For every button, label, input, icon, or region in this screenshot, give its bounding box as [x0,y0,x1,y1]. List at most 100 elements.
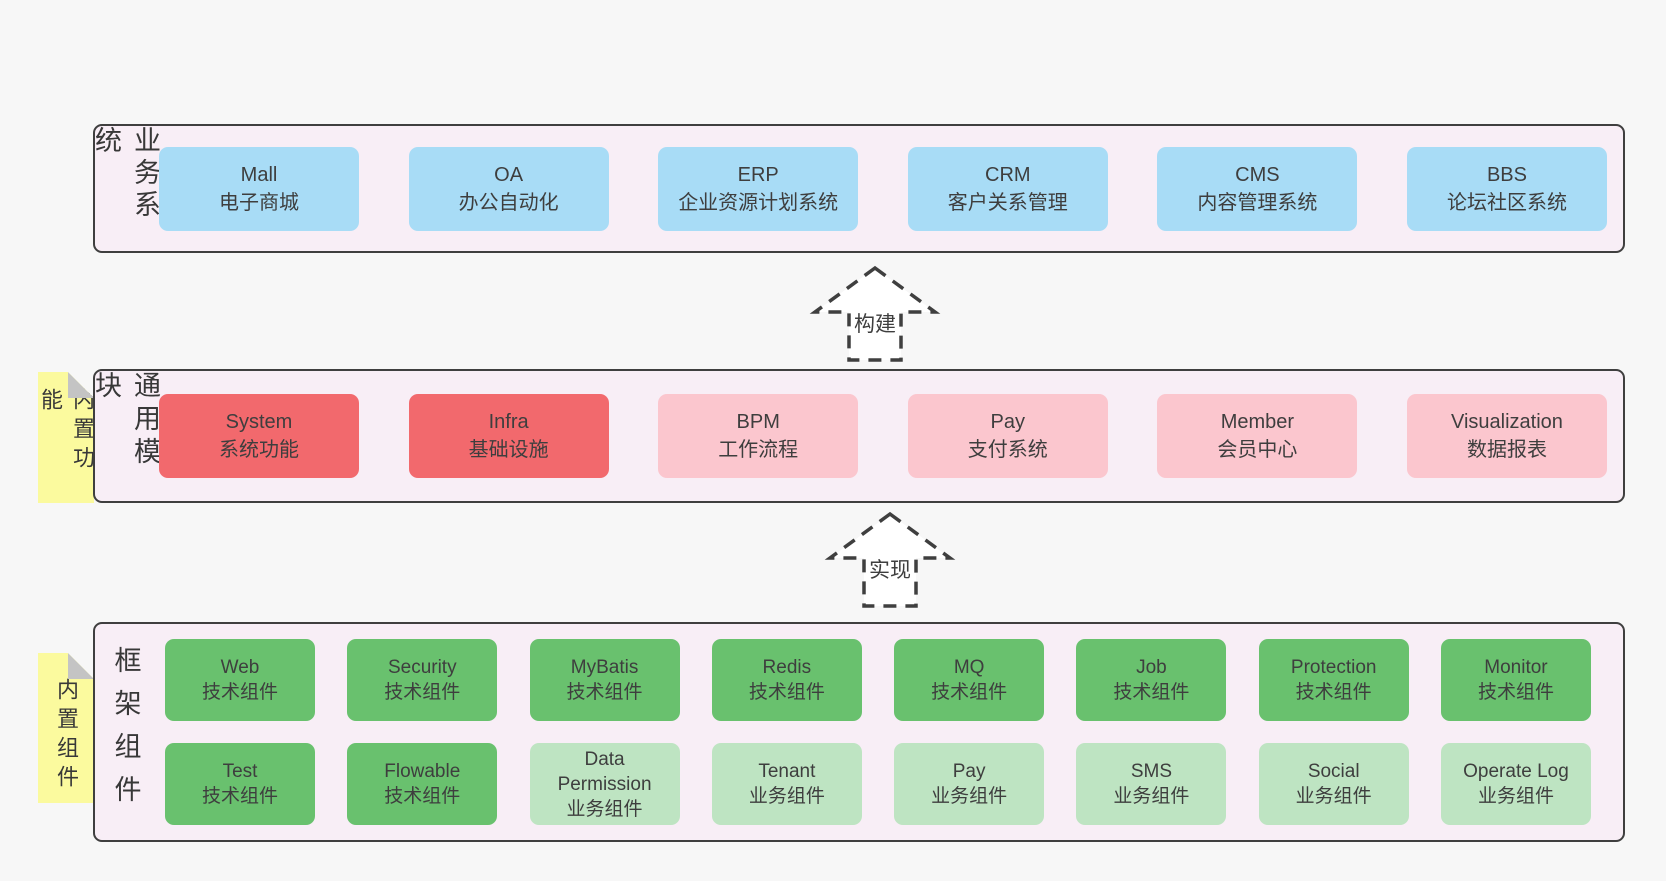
box-flowable: Flowable 技术组件 [347,743,498,825]
box-web: Web 技术组件 [165,639,315,721]
box-subtitle: 技术组件 [201,786,278,807]
box-system: System 系统功能 [159,394,359,478]
box-subtitle: 工作流程 [718,439,799,461]
box-title: Test [222,761,258,782]
arrow-implement: 实现 [824,510,956,610]
box-subtitle: 系统功能 [219,439,299,461]
box-bpm: BPM 工作流程 [658,394,859,478]
sticky-note-built-in-features: 内置功能 [38,372,94,503]
arrow-build: 构建 [809,264,941,364]
box-title: MyBatis [570,657,639,678]
box-bbs: BBS 论坛社区系统 [1406,146,1607,231]
box-crm: CRM 客户关系管理 [907,146,1108,231]
folded-corner-icon [68,653,94,679]
box-title: Social [1307,761,1360,782]
box-pay: Pay 业务组件 [894,743,1045,825]
box-mq: MQ 技术组件 [894,639,1045,721]
box-subtitle: 技术组件 [201,682,278,703]
box-mall: Mall 电子商城 [159,146,359,231]
box-title: Flowable [384,761,461,782]
box-title: Security [387,657,457,678]
box-security: Security 技术组件 [347,639,498,721]
box-protection: Protection 技术组件 [1258,639,1409,721]
box-subtitle: 业务组件 [748,786,825,807]
box-title: CRM [985,163,1031,186]
box-subtitle: 技术组件 [566,682,643,703]
box-title: Pay [952,761,986,782]
framework-boxes-row-2: Test 技术组件 Flowable 技术组件 Data Permission 业务组件 T… [165,743,1591,825]
box-subtitle: 业务组件 [931,786,1008,807]
sticky-label: 内置功能 [38,388,95,475]
box-subtitle: 业务组件 [1477,786,1554,807]
box-title: CMS [1235,163,1280,186]
box-title: SMS [1130,761,1172,782]
box-subtitle: 办公自动化 [458,191,559,214]
box-title: Operate Log [1463,761,1569,782]
box-title: Redis [762,657,812,678]
tier-label-business-systems: 业务系统 [91,126,160,222]
box-visualization: Visualization 数据报表 [1406,394,1607,478]
box-mybatis: MyBatis 技术组件 [529,639,680,721]
box-title: Protection [1290,657,1377,678]
box-redis: Redis 技术组件 [711,639,862,721]
box-subtitle: 数据报表 [1466,439,1547,461]
box-operate-log: Operate Log 业务组件 [1440,743,1591,825]
box-pay: Pay 支付系统 [907,394,1108,478]
box-subtitle: 业务组件 [1295,786,1372,807]
box-title: Data Permission [557,748,652,795]
box-subtitle: 内容管理系统 [1197,191,1318,214]
box-subtitle: 技术组件 [384,682,461,703]
box-title: Visualization [1451,411,1563,433]
arrow-build-label: 构建 [851,308,899,338]
box-subtitle: 技术组件 [1295,682,1372,703]
box-title: OA [494,163,524,186]
box-title: BBS [1486,163,1527,186]
sticky-note-built-in-components: 内置组件 [38,653,94,803]
tier-label-framework-components: 框架组件 [110,646,141,818]
box-subtitle: 技术组件 [1113,682,1190,703]
box-title: Infra [488,411,529,433]
box-subtitle: 电子商城 [219,191,299,214]
box-title: ERP [737,163,779,186]
box-data-permission: Data Permission 业务组件 [529,743,680,825]
box-subtitle: 会员中心 [1217,439,1298,461]
box-subtitle: 业务组件 [566,798,643,820]
box-subtitle: 论坛社区系统 [1446,191,1567,214]
box-title: System [225,411,293,433]
box-subtitle: 技术组件 [748,682,825,703]
box-title: Web [220,657,260,678]
box-subtitle: 技术组件 [1477,682,1554,703]
box-subtitle: 支付系统 [967,439,1048,461]
box-social: Social 业务组件 [1258,743,1409,825]
box-subtitle: 企业资源计划系统 [678,191,839,214]
box-member: Member 会员中心 [1157,394,1358,478]
box-erp: ERP 企业资源计划系统 [658,146,859,231]
box-subtitle: 技术组件 [931,682,1008,703]
box-title: Job [1136,657,1167,678]
box-title: Tenant [758,761,816,782]
box-title: BPM [736,411,780,433]
box-subtitle: 客户关系管理 [947,191,1068,214]
box-title: Mall [240,163,278,186]
box-test: Test 技术组件 [165,743,315,825]
box-title: MQ [953,657,985,678]
box-job: Job 技术组件 [1076,639,1227,721]
box-oa: OA 办公自动化 [408,146,609,231]
box-subtitle: 技术组件 [384,786,461,807]
box-title: Pay [990,411,1026,433]
box-monitor: Monitor 技术组件 [1440,639,1591,721]
business-boxes-row: Mall 电子商城 OA 办公自动化 ERP 企业资源计划系统 CRM 客户关系管理 CMS 内容… [159,146,1607,231]
box-subtitle: 业务组件 [1113,786,1190,807]
box-cms: CMS 内容管理系统 [1157,146,1358,231]
box-sms: SMS 业务组件 [1076,743,1227,825]
box-title: Monitor [1484,657,1548,678]
box-title: Member [1220,411,1295,433]
arrow-implement-label: 实现 [866,554,914,584]
